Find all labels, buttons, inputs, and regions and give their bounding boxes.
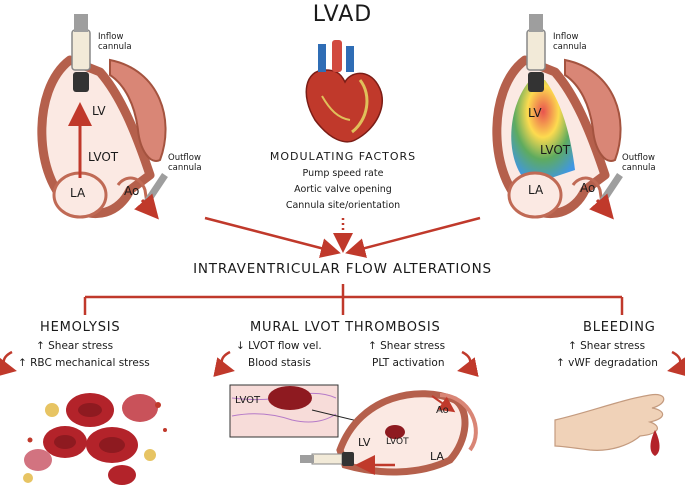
thrombosis-heart <box>300 390 478 476</box>
right-inflow-cannula-label: Inflow cannula <box>553 32 587 52</box>
thrombosis-right-line-2: PLT activation <box>372 357 445 369</box>
right-lvot-label: LVOT <box>540 143 571 157</box>
thrombosis-inset <box>229 384 396 438</box>
hemolysis-line-1: ↑ Shear stress <box>36 340 114 352</box>
left-outflow-cannula-label: Outflow cannula <box>168 153 202 173</box>
left-lvot-label: LVOT <box>88 150 119 164</box>
thrombosis-lv-label: LV <box>358 436 371 449</box>
anatomical-heart-icon <box>305 40 383 143</box>
left-inflow-cannula-label: Inflow cannula <box>98 32 132 52</box>
flow-alterations-heading: INTRAVENTRICULAR FLOW ALTERATIONS <box>193 261 492 277</box>
bleeding-line-2: ↑ vWF degradation <box>556 357 658 369</box>
red-blood-cells-illustration <box>23 393 167 485</box>
bleeding-heading: BLEEDING <box>583 320 656 335</box>
bleeding-hand-illustration <box>554 393 665 456</box>
factor-aortic-valve: Aortic valve opening <box>294 184 392 195</box>
left-lvad-heart <box>37 14 168 220</box>
page-title: LVAD <box>312 2 373 27</box>
thrombosis-left-line-2: Blood stasis <box>248 357 311 369</box>
thrombosis-right-line-1: ↑ Shear stress <box>368 340 446 352</box>
hemolysis-heading: HEMOLYSIS <box>40 320 121 335</box>
left-la-label: LA <box>70 186 86 200</box>
hemolysis-line-2: ↑ RBC mechanical stress <box>18 357 150 369</box>
thrombosis-heading: MURAL LVOT THROMBOSIS <box>250 320 441 335</box>
thrombosis-lvot-label: LVOT <box>386 437 409 447</box>
thrombosis-ao-label: Ao <box>436 405 449 416</box>
right-outflow-cannula-label: Outflow cannula <box>622 153 656 173</box>
curved-side-arrows <box>0 350 685 377</box>
branch-bracket <box>83 284 624 315</box>
left-ao-label: Ao <box>124 184 140 198</box>
right-la-label: LA <box>528 183 544 197</box>
inset-lvot-label: LVOT <box>235 395 261 406</box>
right-lv-label: LV <box>528 106 542 120</box>
factor-cannula-site: Cannula site/orientation <box>285 200 401 211</box>
converging-arrows <box>204 216 481 258</box>
bleeding-line-1: ↑ Shear stress <box>568 340 646 352</box>
modulating-factors-heading: MODULATING FACTORS <box>269 150 417 163</box>
factor-pump-speed: Pump speed rate <box>302 168 384 179</box>
right-ao-label: Ao <box>580 181 596 195</box>
thrombosis-left-line-1: ↓ LVOT flow vel. <box>236 340 322 352</box>
right-lvad-heart <box>492 14 623 220</box>
thrombosis-la-label: LA <box>430 450 444 463</box>
left-lv-label: LV <box>92 104 106 118</box>
